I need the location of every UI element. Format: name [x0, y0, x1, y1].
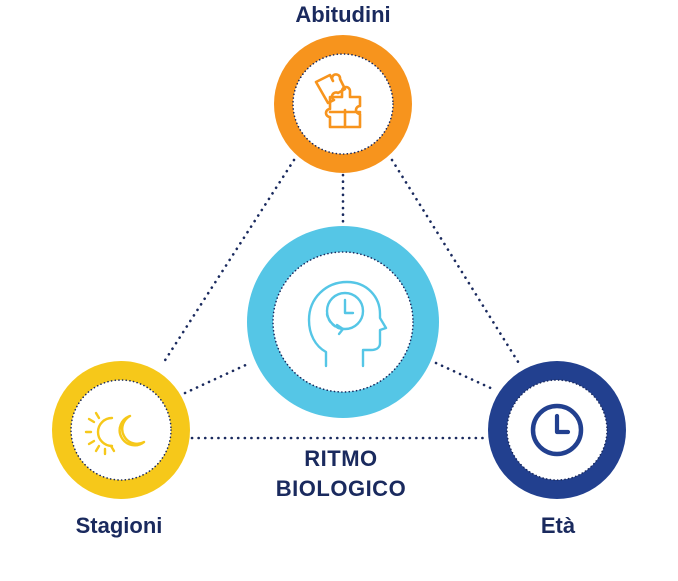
eta-label: Età: [541, 513, 576, 538]
connector-stagioni-center: [183, 361, 252, 395]
puzzle-icon: [314, 73, 362, 129]
node-center: [247, 226, 439, 418]
connector-abitudini-eta: [390, 158, 522, 367]
head-clock-icon: [307, 280, 388, 368]
center-label-line1: RITMO: [304, 446, 377, 471]
center-label: RITMO BIOLOGICO: [276, 446, 406, 501]
center-label-line2: BIOLOGICO: [276, 476, 406, 501]
clock-icon: [530, 403, 584, 457]
node-stagioni: Stagioni: [52, 361, 190, 538]
stagioni-inner-circle: [70, 379, 172, 481]
node-abitudini: Abitudini: [274, 2, 412, 173]
abitudini-label: Abitudini: [295, 2, 390, 27]
abitudini-inner-circle: [292, 53, 394, 155]
connectors: [160, 158, 522, 440]
sun-moon-icon: [84, 411, 146, 456]
center-inner-circle: [272, 251, 414, 393]
node-eta: Età: [488, 361, 626, 538]
connector-eta-center: [434, 361, 497, 392]
connector-abitudini-stagioni: [160, 158, 296, 367]
stagioni-label: Stagioni: [76, 513, 163, 538]
